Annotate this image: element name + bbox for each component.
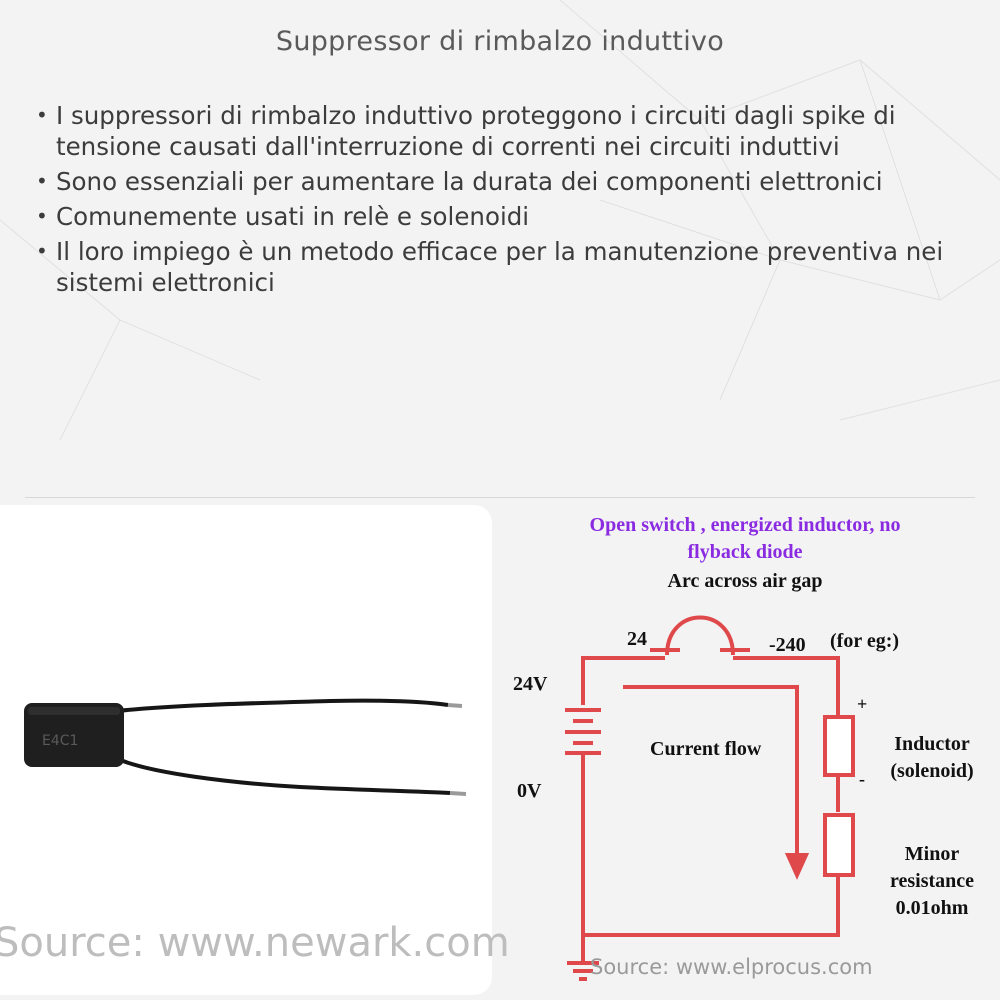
inductor-symbol [823,715,855,777]
page-title: Suppressor di rimbalzo induttivo [275,26,725,57]
resistor-symbol [823,813,855,877]
suppressor-photo-panel: E4C1 [0,505,492,995]
suppressor-component-image: E4C1 [24,698,467,796]
inductor-label-line1: Inductor [894,733,970,755]
for-example-label: (for eg:) [830,630,899,652]
resistance-label-line2: resistance [890,870,974,892]
bullet-item: Il loro impiego è un metodo efficace per… [36,236,976,298]
arc-label: Arc across air gap [668,570,823,592]
capacitor-body [24,703,124,767]
diagram-title-line2: flyback diode [687,541,802,563]
supply-voltage-label: 24V [513,673,548,695]
section-divider [25,497,975,498]
component-marking: E4C1 [42,733,78,749]
upper-lead-tip [447,703,463,708]
right-voltage-label: -240 [769,634,806,656]
resistance-label-line3: 0.01ohm [896,897,969,919]
bullet-list: I suppressori di rimbalzo induttivo prot… [36,100,976,302]
image-source-credit-right: Source: www.elprocus.com [590,955,873,979]
image-source-credit-left: Source: www.newark.com [0,920,510,966]
ground-voltage-label: 0V [517,780,542,802]
circuit-wires [567,615,840,981]
bullet-item: I suppressori di rimbalzo induttivo prot… [36,100,976,162]
circuit-diagram-panel: Open switch , energized inductor, no fly… [495,505,1000,1000]
bullet-item: Sono essenziali per aumentare la durata … [36,166,976,197]
inductor-plus-sign: + [857,694,867,714]
current-flow-label: Current flow [650,738,762,760]
lower-lead-tip [449,791,467,796]
left-voltage-label: 24 [627,628,647,650]
current-flow-arrow [623,685,810,880]
inductor-label-line2: (solenoid) [890,760,973,782]
diagram-title-line1: Open switch , energized inductor, no [590,514,901,536]
resistance-label-line1: Minor [905,843,960,865]
lower-lead-wire [117,757,451,795]
inductor-minus-sign: - [859,769,865,789]
battery-symbol [565,708,601,755]
arc-gap [665,615,735,656]
bullet-item: Comunemente usati in relè e solenoidi [36,201,976,232]
flyback-circuit-diagram: Open switch , energized inductor, no fly… [513,514,974,981]
upper-lead-wire [117,698,449,713]
